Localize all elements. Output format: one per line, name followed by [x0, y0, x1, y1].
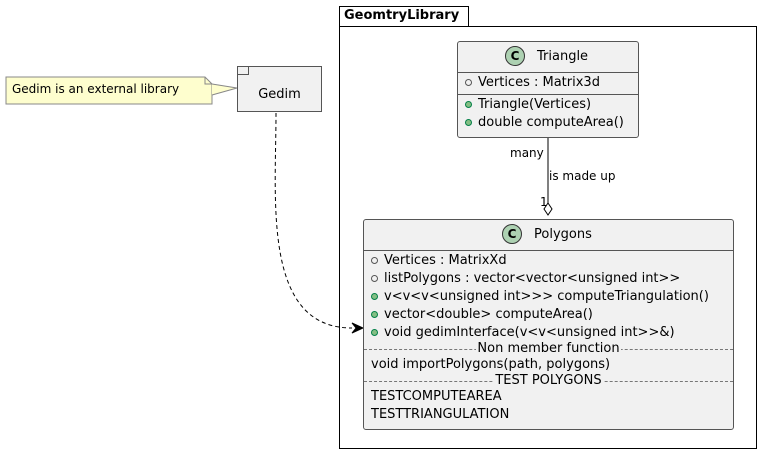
section-title: Non member function [476, 341, 621, 356]
test-item: TESTCOMPUTEAREA [371, 389, 502, 404]
methods-section: Triangle(Vertices) double computeArea() [458, 95, 638, 134]
method-text: Triangle(Vertices) [478, 97, 592, 112]
member-row: listPolygons : vector<vector<unsigned in… [371, 270, 733, 288]
relation-label: is made up [549, 169, 616, 183]
target-multiplicity: 1 [540, 195, 548, 209]
member-row: vector<double> computeArea() [371, 306, 733, 324]
frame-corner [238, 67, 249, 75]
public-dot-icon [465, 119, 472, 126]
section-title: TEST POLYGONS [494, 373, 603, 388]
class-badge-icon: C [505, 46, 525, 66]
note-fold [204, 77, 212, 85]
gedim-label: Gedim [258, 87, 301, 102]
gedim-frame[interactable]: Gedim [237, 66, 322, 112]
method-row: double computeArea() [465, 114, 638, 132]
member-text: void gedimInterface(v<v<unsigned int>>&) [384, 325, 675, 340]
member-row: Vertices : MatrixXd [371, 252, 733, 270]
nonmember-function: void importPolygons(path, polygons) [371, 357, 611, 372]
member-text: listPolygons : vector<vector<unsigned in… [384, 271, 681, 286]
member-row: void gedimInterface(v<v<unsigned int>>&) [371, 324, 733, 342]
source-multiplicity: many [510, 146, 544, 160]
dependency-arrowhead [351, 322, 365, 334]
public-dot-icon [465, 101, 472, 108]
public-dot-icon [371, 329, 378, 336]
note-text: Gedim is an external library [12, 82, 180, 96]
dependency-edge [274, 112, 353, 329]
class-header: C Polygons [364, 220, 733, 250]
class-polygons[interactable]: C Polygons Vertices : MatrixXd listPolyg… [363, 219, 734, 430]
attributes-section: Vertices : Matrix3d [458, 73, 638, 95]
package-tab [339, 6, 469, 26]
section-separator: TEST POLYGONS [364, 373, 733, 388]
public-dot-icon [465, 79, 472, 86]
class-name: Triangle [537, 49, 589, 64]
member-text: v<v<v<unsigned int>>> computeTriangulati… [384, 289, 709, 304]
public-dot-icon [371, 293, 378, 300]
test-item: TESTTRIANGULATION [371, 407, 510, 422]
class-badge-icon: C [502, 224, 522, 244]
method-row: Triangle(Vertices) [465, 96, 638, 114]
member-row: v<v<v<unsigned int>>> computeTriangulati… [371, 288, 733, 306]
class-header: C Triangle [458, 42, 638, 73]
attribute-text: Vertices : Matrix3d [478, 75, 600, 90]
aggregation-diamond [543, 202, 553, 216]
method-text: double computeArea() [478, 115, 624, 130]
public-dot-icon [371, 275, 378, 282]
section-separator: Non member function [364, 341, 733, 356]
package-title: GeomtryLibrary [344, 8, 460, 23]
member-text: Vertices : MatrixXd [384, 253, 507, 268]
package-frame [339, 26, 757, 449]
note-link [211, 83, 238, 96]
attribute-row: Vertices : Matrix3d [465, 74, 638, 92]
class-name: Polygons [534, 227, 592, 242]
members-section: Vertices : MatrixXd listPolygons : vecto… [364, 250, 733, 342]
class-triangle[interactable]: C Triangle Vertices : Matrix3d Triangle(… [457, 41, 639, 138]
public-dot-icon [371, 311, 378, 318]
member-text: vector<double> computeArea() [384, 307, 593, 322]
public-dot-icon [371, 257, 378, 264]
